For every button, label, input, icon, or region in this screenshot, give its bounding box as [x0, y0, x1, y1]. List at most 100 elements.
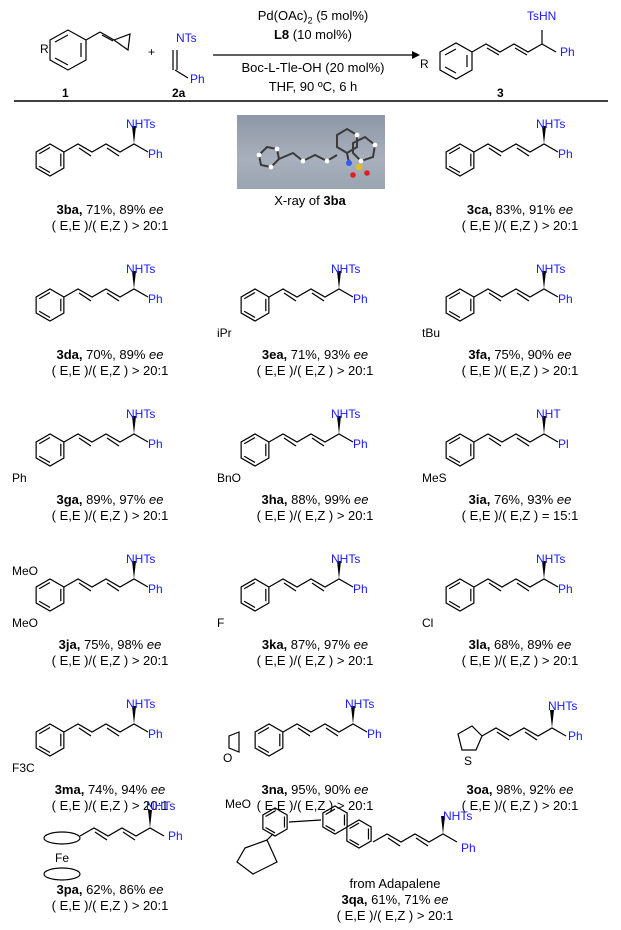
diene-chain: [268, 288, 354, 298]
partner-number: 2a: [172, 86, 186, 100]
plus-sign: +: [148, 45, 155, 59]
nhts-label: NHTs: [345, 697, 374, 711]
ph-label: Ph: [558, 582, 573, 596]
substituent-label: iPr: [217, 326, 232, 340]
ph-label: Ph: [558, 147, 573, 161]
benzene-ring: [346, 819, 372, 849]
product-caption: 3ca, 83%, 91% ee: [466, 202, 574, 217]
wedge-bond: [148, 810, 152, 828]
wedge-bond: [441, 816, 445, 834]
ph-label: Ph: [148, 437, 163, 451]
diene-chain: [268, 578, 354, 588]
benzene-ring: [35, 143, 65, 177]
partner-nts-label: NTs: [176, 31, 197, 45]
selectivity-ratio: ( E,E )/( E,Z ) > 20:1: [461, 798, 579, 813]
ph-label: Ph: [353, 582, 368, 596]
condition-catalyst: Pd(OAc)2 (5 mol%): [257, 8, 369, 26]
product-caption: 3la, 68%, 89% ee: [468, 637, 572, 652]
selectivity-ratio: ( E,E )/( E,Z ) > 20:1: [51, 798, 169, 813]
diene-chain: [79, 827, 165, 837]
selectivity-ratio: ( E,E )/( E,Z ) > 20:1: [51, 218, 169, 233]
condition-solvent: THF, 90 ºC, 6 h: [268, 79, 358, 94]
substituent-label: Cl: [422, 616, 433, 630]
xray-structure-image: [237, 115, 385, 189]
thiophene-s-label: S: [464, 754, 472, 768]
wedge-bond: [132, 561, 136, 579]
wedge-bond: [351, 706, 355, 724]
substituent-label: F3C: [12, 761, 35, 775]
wedge-bond: [337, 416, 341, 434]
selectivity-ratio: ( E,E )/( E,Z ) > 20:1: [51, 508, 169, 523]
wedge-bond: [542, 271, 546, 289]
diene-chain: [481, 727, 567, 737]
furan-ring: [228, 731, 240, 753]
nhts-label: NHTs: [126, 117, 155, 131]
wedge-bond: [132, 126, 136, 144]
ph-label: Ph: [148, 147, 163, 161]
product-caption: 3pa, 62%, 86% ee: [56, 882, 164, 897]
benzene-ring: [240, 433, 270, 467]
substituent-label: MeS: [422, 471, 447, 485]
diene-chain: [63, 288, 149, 298]
product-caption: 3qa, 61%, 71% ee: [341, 892, 449, 907]
substituent-label: F: [217, 616, 224, 630]
substituent-label-2: MeO: [12, 564, 38, 578]
benzene-ring: [254, 723, 284, 757]
substituent-label: MeO: [12, 616, 38, 630]
diene-chain: [473, 578, 559, 588]
nhts-label: NHTs: [536, 552, 565, 566]
substituent-label: tBu: [422, 326, 440, 340]
wedge-bond: [542, 416, 546, 434]
cyclopentadienyl-bottom: [43, 867, 81, 881]
product-ph-label: Ph: [560, 45, 575, 59]
furan-o-label: O: [223, 751, 232, 765]
wedge-bond: [132, 416, 136, 434]
nhts-label: NHTs: [126, 262, 155, 276]
selectivity-ratio: ( E,E )/( E,Z ) > 20:1: [256, 363, 374, 378]
nhts-label: NHTs: [126, 552, 155, 566]
benzene-ring: [445, 578, 475, 612]
nhts-label: NHTs: [331, 262, 360, 276]
ph-label: Ph: [558, 292, 573, 306]
selectivity-ratio: ( E,E )/( E,Z ) > 20:1: [461, 363, 579, 378]
nhts-label: NHTs: [331, 552, 360, 566]
ph-label: Ph: [353, 437, 368, 451]
selectivity-ratio: ( E,E )/( E,Z ) > 20:1: [51, 653, 169, 668]
selectivity-ratio: ( E,E )/( E,Z ) > 20:1: [336, 908, 454, 923]
product-number: 3: [497, 86, 504, 100]
ph-label: Pl: [558, 437, 569, 451]
nhts-label: NHTs: [126, 697, 155, 711]
product-caption: 3ia, 76%, 93% ee: [468, 492, 572, 507]
r-group-label-product: R: [420, 57, 429, 71]
selectivity-ratio: ( E,E )/( E,Z ) > 20:1: [461, 653, 579, 668]
benzene-ring: [35, 578, 65, 612]
product-caption: 3fa, 75%, 90% ee: [468, 347, 572, 362]
ph-label: Ph: [367, 727, 382, 741]
benzene-ring: [240, 288, 270, 322]
diene-chain: [63, 723, 149, 733]
selectivity-ratio: ( E,E )/( E,Z ) > 20:1: [256, 508, 374, 523]
benzene-ring: [35, 723, 65, 757]
benzene-ring: [35, 288, 65, 322]
benzene-ring: [262, 807, 288, 837]
selectivity-ratio: ( E,E )/( E,Z ) = 15:1: [461, 508, 579, 523]
product-caption: 3ja, 75%, 98% ee: [58, 637, 162, 652]
benzene-ring: [445, 433, 475, 467]
diene-chain: [473, 433, 559, 443]
nhts-label: NHTs: [126, 407, 155, 421]
